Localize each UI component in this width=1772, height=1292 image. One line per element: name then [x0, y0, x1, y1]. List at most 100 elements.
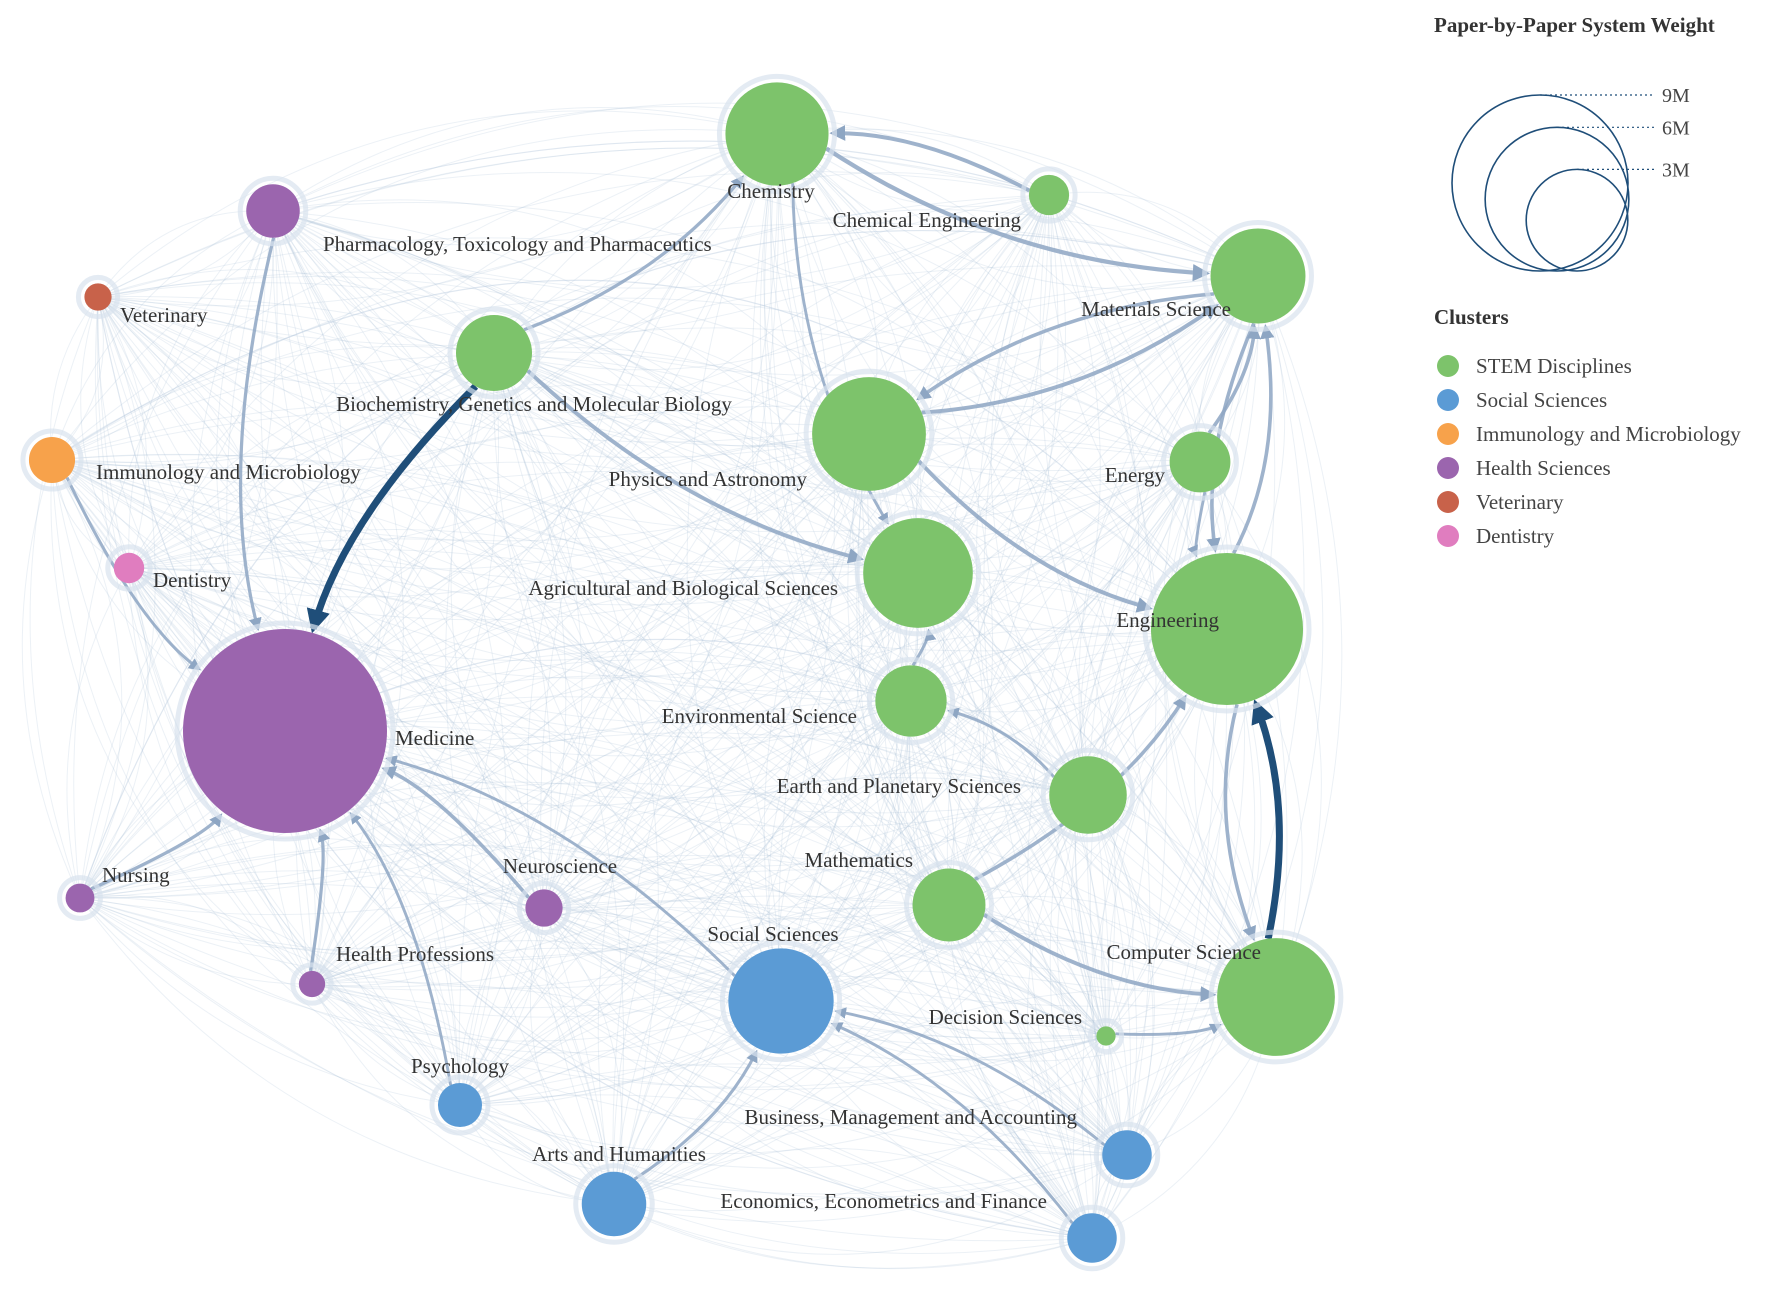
background-link	[311, 940, 782, 1002]
node-agricultural_bio[interactable]: Agricultural and Biological Sciences	[528, 509, 982, 637]
node-immunology[interactable]: Immunology and Microbiology	[20, 428, 361, 492]
node-circle[interactable]	[1102, 1130, 1152, 1180]
node-medicine[interactable]: Medicine	[174, 620, 474, 842]
node-circle[interactable]	[455, 314, 533, 392]
background-link	[1091, 275, 1324, 1239]
node-circle[interactable]	[1150, 552, 1304, 706]
node-circle[interactable]	[581, 1171, 647, 1237]
node-halo	[237, 175, 309, 247]
node-nursing[interactable]: Nursing	[57, 863, 171, 921]
node-circle[interactable]	[183, 629, 387, 833]
node-environmental[interactable]: Environmental Science	[662, 656, 956, 746]
background-link	[51, 459, 615, 1205]
background-link	[1074, 275, 1259, 1156]
node-social_sciences[interactable]: Social Sciences	[707, 922, 843, 1063]
node-circle[interactable]	[728, 948, 834, 1054]
background-link	[272, 210, 1259, 376]
background-link	[613, 133, 836, 1205]
background-link	[459, 700, 912, 1106]
background-link	[975, 194, 1107, 1037]
background-link	[493, 352, 1093, 1239]
background-link	[910, 700, 1129, 1156]
background-link	[990, 194, 1089, 796]
background-link	[493, 352, 1093, 1239]
node-circle[interactable]	[875, 665, 947, 737]
node-circle[interactable]	[1096, 1026, 1116, 1046]
node-pharmacology[interactable]: Pharmacology, Toxicology and Pharmaceuti…	[237, 175, 712, 256]
node-biochemistry[interactable]: Biochemistry, Genetics and Molecular Bio…	[336, 306, 732, 416]
node-circle[interactable]	[812, 377, 926, 491]
background-link	[543, 907, 1093, 1239]
background-link	[311, 983, 1277, 1127]
background-link	[190, 210, 313, 985]
background-link	[776, 133, 1110, 1239]
background-link	[769, 133, 919, 574]
node-halo	[1093, 1121, 1161, 1189]
node-circle[interactable]	[28, 436, 76, 484]
node-circle[interactable]	[298, 970, 326, 998]
node-chemistry[interactable]: Chemistry	[716, 73, 838, 203]
node-arts_humanities[interactable]: Arts and Humanities	[532, 1142, 706, 1245]
node-circle[interactable]	[525, 889, 563, 927]
node-mathematics[interactable]: Mathematics	[805, 848, 994, 950]
node-veterinary[interactable]: Veterinary	[75, 274, 208, 327]
background-link	[79, 194, 1050, 899]
node-circle[interactable]	[65, 883, 95, 913]
node-circle[interactable]	[1067, 1213, 1117, 1263]
node-circle[interactable]	[84, 283, 112, 311]
background-link	[540, 133, 778, 909]
node-circle[interactable]	[113, 552, 145, 584]
size-legend-title: Paper-by-Paper System Weight	[1434, 13, 1715, 37]
node-earth_planetary[interactable]: Earth and Planetary Sciences	[777, 747, 1136, 843]
cluster-legend-title: Clusters	[1434, 305, 1509, 329]
node-computer_science[interactable]: Computer Science	[1106, 929, 1344, 1065]
background-link	[493, 352, 659, 1205]
edge-psychology-to-medicine	[349, 812, 453, 1086]
node-circle[interactable]	[1210, 228, 1306, 324]
node-circle[interactable]	[1028, 174, 1070, 216]
node-circle[interactable]	[437, 1082, 483, 1128]
node-circle[interactable]	[1049, 756, 1127, 834]
background-link	[780, 996, 1277, 1062]
node-circle[interactable]	[1169, 431, 1231, 493]
background-link	[79, 897, 782, 1042]
cluster-swatch	[1437, 355, 1459, 377]
node-materials_science[interactable]: Materials Science	[1081, 220, 1314, 332]
background-link	[776, 133, 1259, 290]
background-link	[97, 296, 330, 985]
node-label: Computer Science	[1106, 940, 1261, 964]
node-physics_astronomy[interactable]: Physics and Astronomy	[609, 368, 935, 500]
background-arc	[284, 638, 1277, 998]
node-circle[interactable]	[246, 184, 300, 238]
background-link	[97, 296, 1277, 998]
background-link	[272, 210, 950, 906]
background-link	[776, 128, 1259, 277]
node-engineering[interactable]: Engineering	[1116, 544, 1312, 714]
background-link	[284, 730, 1093, 1239]
node-halo	[573, 1163, 655, 1245]
node-label: Immunology and Microbiology	[96, 460, 361, 484]
node-chemical_eng[interactable]: Chemical Engineering	[833, 166, 1078, 232]
background-link	[284, 730, 1128, 1156]
node-circle[interactable]	[912, 868, 986, 942]
node-circle[interactable]	[863, 518, 973, 628]
background-link	[284, 721, 950, 906]
background-link	[50, 459, 313, 985]
background-link	[613, 794, 1089, 1205]
node-psychology[interactable]: Psychology	[411, 1054, 510, 1136]
background-link	[543, 628, 1228, 909]
node-energy[interactable]: Energy	[1105, 423, 1239, 501]
edge-engineering-to-materials_science	[1232, 324, 1275, 555]
node-circle[interactable]	[1217, 938, 1335, 1056]
node-business[interactable]: Business, Management and Accounting	[745, 1105, 1161, 1189]
node-circle[interactable]	[725, 82, 829, 186]
node-neuroscience[interactable]: Neuroscience	[503, 854, 617, 936]
node-health_professions[interactable]: Health Professions	[290, 942, 494, 1006]
background-link	[272, 210, 625, 1205]
node-dentistry[interactable]: Dentistry	[105, 544, 232, 592]
node-decision_sciences[interactable]: Decision Sciences	[929, 1005, 1125, 1055]
node-label: Biochemistry, Genetics and Molecular Bio…	[336, 392, 732, 416]
background-link	[51, 171, 1050, 461]
background-link	[51, 210, 274, 461]
node-economics[interactable]: Economics, Econometrics and Finance	[720, 1189, 1126, 1272]
